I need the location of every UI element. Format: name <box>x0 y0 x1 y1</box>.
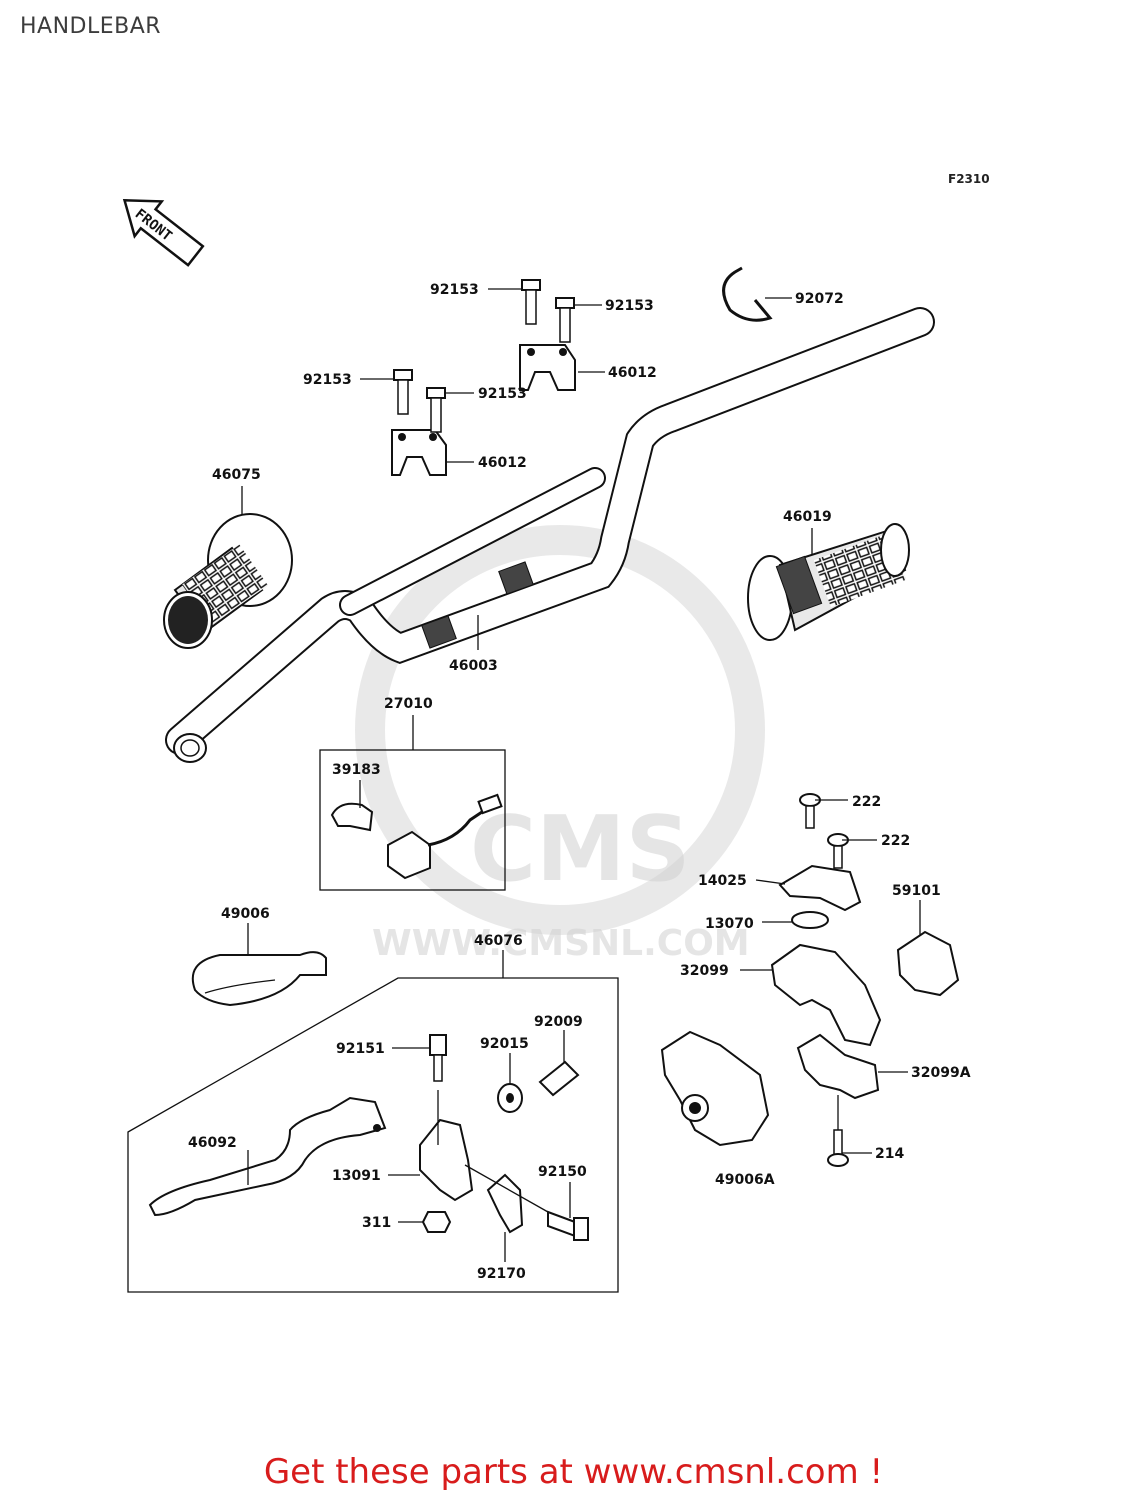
part-number-label: 92009 <box>534 1014 583 1030</box>
part-number-label: 311 <box>362 1215 391 1231</box>
screw-icon <box>799 793 849 869</box>
part-number-label: 92150 <box>538 1164 587 1180</box>
adjuster-icon <box>538 1060 580 1097</box>
part-number-label: 39183 <box>332 762 381 778</box>
bolt-icon <box>547 1210 589 1241</box>
part-number-label: 32099 <box>680 963 729 979</box>
part-number-label: 27010 <box>384 696 433 712</box>
part-number-label: 46092 <box>188 1135 237 1151</box>
page-title: HANDLEBAR <box>20 14 162 39</box>
watermark-brand: CMS <box>470 797 690 902</box>
leader-lines <box>241 288 921 1262</box>
part-number-label: 214 <box>875 1146 904 1162</box>
part-number-label: 59101 <box>892 883 941 899</box>
part-number-label: 46019 <box>783 509 832 525</box>
screw-icon <box>827 1129 849 1167</box>
bolt-icon <box>393 279 575 433</box>
part-number-label: 222 <box>852 794 881 810</box>
brake-lever <box>148 1096 387 1217</box>
upper-holder-bottom <box>391 429 447 476</box>
grip-right <box>747 523 910 641</box>
guide-ring <box>791 911 829 929</box>
part-number-label: 92151 <box>336 1041 385 1057</box>
part-number-label: 92072 <box>795 291 844 307</box>
part-number-label: 92153 <box>303 372 352 388</box>
watermark-url: WWW.CMSNL.COM <box>372 923 750 964</box>
cover-plate <box>778 864 862 912</box>
handlebar-part <box>165 307 935 763</box>
part-number-label: 46012 <box>478 455 527 471</box>
footer-promo-link[interactable]: Get these parts at www.cmsnl.com ! <box>263 1452 884 1492</box>
bolt-icon <box>429 1034 447 1082</box>
part-number-label: 14025 <box>698 873 747 889</box>
lever-group-box <box>127 977 619 1293</box>
part-number-label: 92015 <box>480 1036 529 1052</box>
switch-body <box>387 793 503 880</box>
part-number-label: 46012 <box>608 365 657 381</box>
figure-code: F2310 <box>948 172 990 186</box>
part-number-label: 46003 <box>449 658 498 674</box>
part-number-label: 49006A <box>715 1172 775 1188</box>
throttle-cover <box>660 1030 770 1147</box>
holder-clamp <box>486 1173 524 1234</box>
grip-left <box>163 513 293 649</box>
part-number-label: 92153 <box>430 282 479 298</box>
part-number-label: 13070 <box>705 916 754 932</box>
part-number-label: 92153 <box>605 298 654 314</box>
part-number-label: 92153 <box>478 386 527 402</box>
part-number-label: 222 <box>881 833 910 849</box>
front-arrow-icon: FRONT <box>122 198 205 267</box>
part-number-label: 46076 <box>474 933 523 949</box>
switch-clamp <box>330 802 374 832</box>
band-clip-icon <box>722 266 773 322</box>
throttle-case-upper <box>770 943 882 1047</box>
part-number-label: 32099A <box>911 1065 971 1081</box>
watermark: CMS WWW.CMSNL.COM <box>355 525 765 964</box>
part-number-label: 46075 <box>212 467 261 483</box>
nut-icon <box>421 1211 452 1233</box>
washer-icon <box>497 1083 523 1113</box>
lever-bracket <box>419 1118 474 1202</box>
part-number-label: 13091 <box>332 1168 381 1184</box>
part-number-label: 92170 <box>477 1266 526 1282</box>
lever-cover <box>191 951 327 1007</box>
grip-holder <box>896 930 960 997</box>
throttle-case-lower <box>796 1033 880 1100</box>
upper-holder-top <box>519 344 576 391</box>
part-number-label: 49006 <box>221 906 270 922</box>
